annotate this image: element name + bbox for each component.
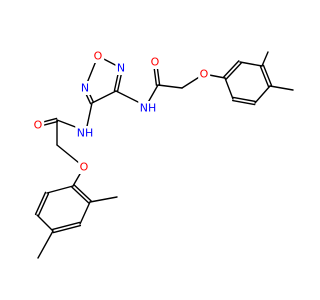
bond-A3-A4-double: [52, 224, 82, 234]
bond-B1-B2-double: [223, 60, 240, 78]
atom-label-background: [149, 55, 162, 69]
bond-A4-A5: [36, 214, 54, 232]
atom-label-background: [32, 118, 45, 132]
atom-label-background: [78, 160, 91, 174]
bond-B1-B2-double: [225, 62, 242, 80]
bond-A4-M4: [37, 230, 54, 259]
bond-A1-A2-double: [73, 184, 92, 202]
ether-oxygen-upper-label: O: [200, 68, 209, 81]
bond-B4-M2: [269, 85, 294, 91]
bond-B3-M1: [261, 51, 269, 67]
amide-oxygen-lower-label: O: [34, 119, 43, 132]
bond-A5-A6-double: [34, 191, 47, 216]
ring-nitrogen-top-label: N: [117, 62, 125, 75]
bond-A2-M3: [89, 196, 118, 203]
amide-oxygen-upper-label: O: [151, 56, 160, 69]
bond-B5-B6-double: [232, 96, 256, 103]
bond-A5-A6-double: [37, 192, 50, 217]
atom-label-background: [115, 61, 127, 75]
bond-A1-A2-double: [71, 186, 90, 204]
atom-label-background: [92, 49, 105, 63]
bond-B5-B6-double: [232, 99, 256, 106]
ring-oxygen-label: O: [94, 50, 103, 63]
bonds-layer: [34, 51, 294, 259]
atom-label-background: [75, 126, 95, 140]
bond-A2-A3: [79, 201, 91, 225]
bond-B4-B5: [254, 85, 271, 104]
bond-C3-C4: [91, 90, 117, 104]
atom-label-background: [198, 67, 211, 81]
atom-label-background: [79, 81, 91, 95]
atom-labels-layer: O N N O NH O O NH O: [32, 49, 211, 174]
bond-B2-B3: [239, 61, 263, 67]
ether-oxygen-lower-label: O: [80, 161, 89, 174]
amide-nh-lower-label: NH: [77, 127, 94, 140]
bond-B3-B4-double: [259, 65, 270, 88]
bond-A3-A4-double: [51, 221, 81, 231]
molecule-structure: O N N O NH O O NH O: [32, 49, 294, 259]
bond-C7-C9: [157, 84, 183, 89]
amide-nh-upper-label: NH: [140, 102, 157, 115]
ring-nitrogen-left-label: N: [81, 82, 89, 95]
atom-label-background: [138, 101, 158, 115]
bond-B6-B1: [224, 77, 234, 100]
bond-B3-B4-double: [262, 64, 273, 87]
bond-A6-A1: [46, 185, 74, 194]
